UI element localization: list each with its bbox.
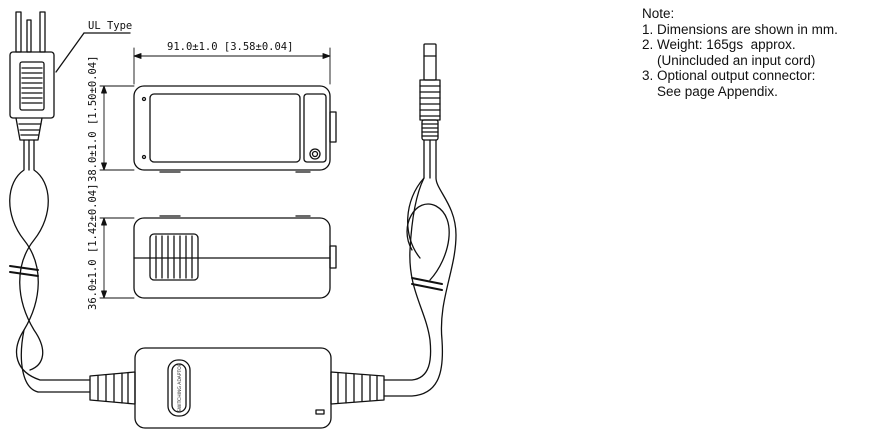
notes-panel: Note: 1. Dimensions are shown in mm. 2. …	[642, 6, 838, 99]
case-label: SWITCHING ADAPTOR	[177, 363, 183, 412]
note-item: 3. Optional output connector:	[642, 68, 816, 83]
note-item: See page Appendix.	[642, 83, 778, 99]
length-dimension-line	[133, 47, 331, 85]
ul-type-leader	[55, 32, 131, 73]
top-view	[133, 85, 337, 173]
dc-cord	[383, 139, 457, 397]
ac-cord	[9, 139, 91, 393]
notes-heading: Note:	[642, 6, 675, 21]
side-height-dimension-line	[99, 217, 135, 299]
top-height-dimension-line	[99, 85, 135, 171]
top-height-dimension-label: 38.0±1.0 [1.50±0.04]	[87, 56, 99, 182]
note-item: 2. Weight: 165gs approx.	[642, 37, 796, 52]
side-view	[133, 215, 337, 299]
adapter-body	[89, 347, 385, 429]
dc-connector	[419, 43, 441, 141]
ul-type-label: UL Type	[88, 20, 132, 32]
side-height-dimension-label: 36.0±1.0 [1.42±0.04]	[87, 184, 99, 310]
note-item: 1. Dimensions are shown in mm.	[642, 21, 838, 37]
length-dimension-label: 91.0±1.0 [3.58±0.04]	[167, 41, 293, 53]
note-item: (Unincluded an input cord)	[642, 52, 816, 68]
ac-plug	[9, 11, 55, 141]
